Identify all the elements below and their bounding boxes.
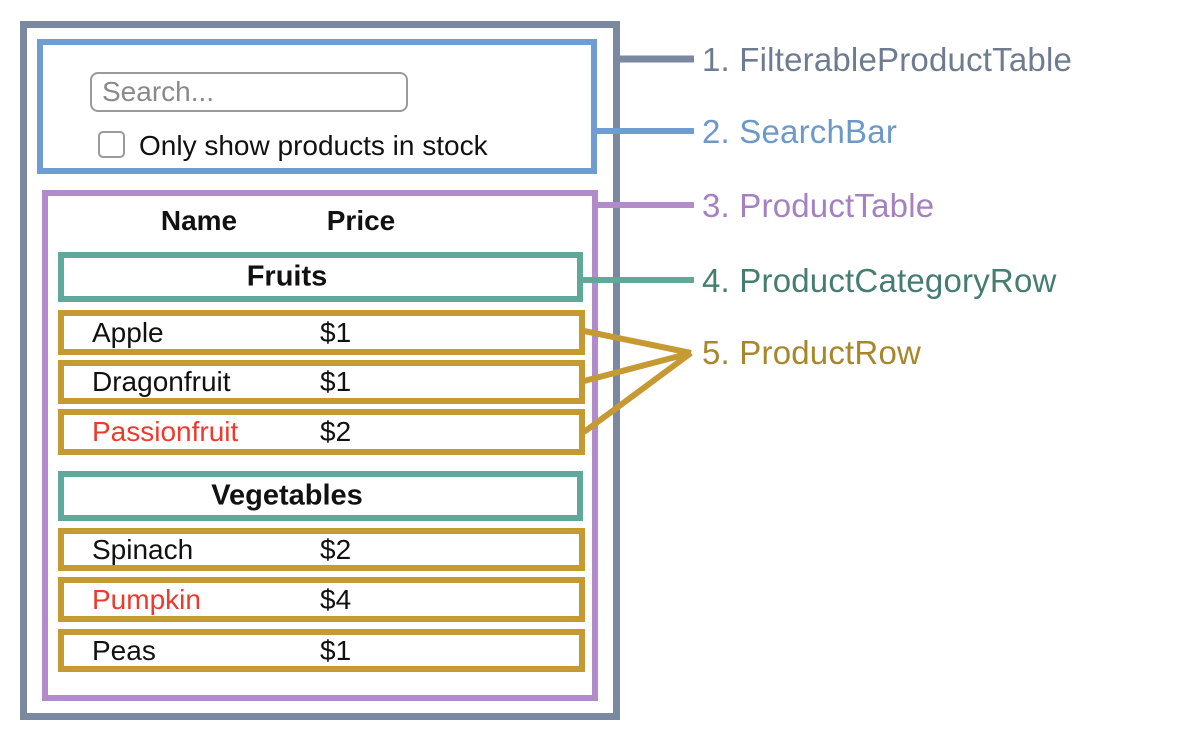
category-row-fruits: Fruits (58, 252, 583, 302)
legend-item-product-category-row: 4. ProductCategoryRow (702, 262, 1057, 299)
product-price: $1 (320, 634, 352, 666)
product-name: Spinach (92, 533, 194, 565)
product-price: $1 (320, 366, 352, 397)
product-price: $2 (320, 533, 352, 565)
product-price: $2 (320, 416, 352, 447)
search-input[interactable] (90, 72, 408, 112)
category-label: Fruits (246, 260, 328, 293)
category-row-vegetables: Vegetables (58, 471, 583, 521)
product-price: $4 (320, 583, 352, 615)
category-label: Vegetables (211, 479, 363, 512)
in-stock-checkbox[interactable] (98, 131, 125, 158)
product-name-out-of-stock: Pumpkin (92, 583, 201, 615)
product-name: Peas (92, 634, 156, 666)
product-row: Pumpkin $4 (58, 577, 585, 622)
product-row: Passionfruit $2 (58, 409, 585, 455)
product-row: Apple $1 (58, 310, 585, 355)
product-price: $1 (320, 316, 352, 348)
column-header-price: Price (326, 205, 396, 236)
legend-item-filterable-product-table: 1. FilterableProductTable (702, 41, 1073, 78)
product-name: Dragonfruit (92, 366, 231, 397)
legend-item-product-table: 3. ProductTable (702, 187, 935, 224)
product-row: Dragonfruit $1 (58, 360, 585, 404)
column-header-name: Name (160, 205, 238, 236)
in-stock-checkbox-label: Only show products in stock (139, 130, 488, 161)
legend-item-search-bar: 2. SearchBar (702, 113, 898, 150)
product-row: Spinach $2 (58, 528, 585, 571)
legend-item-product-row: 5. ProductRow (702, 334, 922, 371)
product-row: Peas $1 (58, 629, 585, 672)
product-name-out-of-stock: Passionfruit (92, 416, 239, 447)
product-name: Apple (92, 316, 164, 348)
